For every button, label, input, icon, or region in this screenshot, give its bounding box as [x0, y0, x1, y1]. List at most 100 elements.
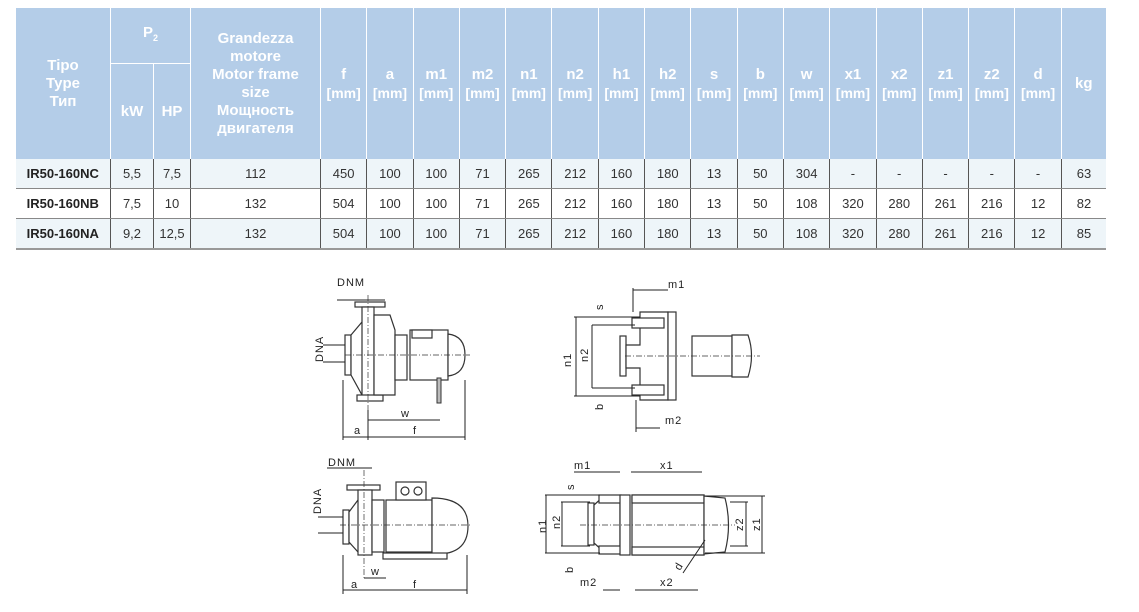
- header-dim-a: a[mm]: [366, 8, 414, 159]
- label-dna: DNA: [314, 336, 326, 362]
- value-cell: 100: [366, 218, 414, 250]
- value-cell: 71: [458, 188, 506, 219]
- value-cell: 180: [644, 159, 691, 189]
- label-dnm: DNM: [328, 457, 356, 469]
- frame-line: Мощность: [216, 101, 295, 119]
- header-type-ru: Тип: [49, 92, 77, 110]
- label-b: b: [564, 566, 576, 573]
- value-cell: 304: [782, 159, 830, 189]
- header-dim-x1: x1[mm]: [829, 8, 877, 159]
- header-kg: kg: [1060, 8, 1107, 159]
- value-cell: 265: [505, 218, 552, 250]
- label-s: s: [565, 484, 577, 491]
- value-cell: 10: [153, 188, 191, 219]
- value-cell: 280: [875, 188, 923, 219]
- header-type-en: Type: [46, 74, 80, 92]
- label-m2: m2: [580, 577, 597, 589]
- label-n1: n1: [537, 519, 549, 533]
- value-cell: -: [829, 159, 877, 189]
- dim-unit: [mm]: [743, 84, 778, 101]
- value-cell: 9,2: [110, 218, 154, 250]
- dimensions-table: Tipo Type Тип P2 Grandezza motore Motor …: [15, 8, 1107, 250]
- dim-label: x1: [844, 65, 862, 83]
- dim-unit: [mm]: [789, 84, 824, 101]
- value-cell: 261: [921, 188, 969, 219]
- label-x1: x1: [660, 460, 674, 472]
- value-cell: 100: [412, 159, 460, 189]
- dim-label: w: [800, 65, 813, 83]
- value-cell: -: [1014, 159, 1062, 189]
- dim-unit: [mm]: [974, 84, 1009, 101]
- frame-line: Grandezza: [217, 29, 294, 47]
- value-cell: 160: [597, 188, 645, 219]
- dim-label: n1: [520, 65, 538, 83]
- header-type: Tipo Type Тип: [15, 8, 111, 159]
- dim-label: h1: [612, 65, 631, 83]
- dim-label: h2: [658, 65, 677, 83]
- label-m1: m1: [574, 460, 591, 472]
- dim-unit: [mm]: [558, 84, 593, 101]
- label-s: s: [594, 304, 606, 311]
- header-hp: HP: [153, 63, 191, 159]
- value-cell: 13: [690, 159, 738, 189]
- dim-unit: [mm]: [465, 84, 500, 101]
- header-dim-z1: z1[mm]: [921, 8, 970, 159]
- header-dim-z2: z2[mm]: [968, 8, 1016, 159]
- dim-label: a: [385, 65, 395, 83]
- value-cell: 265: [505, 159, 552, 189]
- value-cell: 12: [1014, 188, 1062, 219]
- dim-label: m1: [425, 65, 448, 83]
- dim-unit: [mm]: [696, 84, 732, 101]
- value-cell: 12: [1014, 218, 1062, 250]
- value-cell: 63: [1060, 159, 1107, 189]
- label-w: w: [400, 408, 410, 420]
- value-cell: 13: [690, 188, 738, 219]
- header-type-it: Tipo: [47, 56, 79, 74]
- label-a: a: [351, 579, 358, 591]
- dim-unit: [mm]: [928, 84, 963, 101]
- value-cell: 160: [597, 218, 645, 250]
- value-cell: 112: [190, 159, 321, 189]
- value-cell: 50: [736, 218, 784, 250]
- value-cell: 261: [921, 218, 969, 250]
- label-w: w: [370, 566, 380, 578]
- value-cell: 216: [968, 218, 1015, 250]
- label-n2: n2: [579, 348, 591, 362]
- label-m1: m1: [668, 279, 685, 291]
- value-cell: 280: [875, 218, 923, 250]
- header-dim-f: f[mm]: [319, 8, 368, 159]
- value-cell: 504: [319, 218, 367, 250]
- dim-unit: [mm]: [1020, 84, 1056, 101]
- header-dim-m2: m2[mm]: [458, 8, 507, 159]
- header-motor-frame: Grandezza motore Motor frame size Мощнос…: [190, 8, 321, 159]
- label-n1: n1: [562, 353, 574, 367]
- dim-label: n2: [566, 65, 584, 83]
- header-dim-d: d[mm]: [1014, 8, 1062, 159]
- type-cell: IR50-160NA: [15, 218, 111, 250]
- value-cell: 7,5: [110, 188, 154, 219]
- drawing-top-view-nb: m1 x1 s n1 n2 z2 z1 d b m2 x2: [537, 460, 765, 591]
- header-dim-h1: h1[mm]: [597, 8, 646, 159]
- p2-subscript: 2: [153, 33, 159, 43]
- value-cell: -: [875, 159, 923, 189]
- label-b: b: [594, 403, 606, 410]
- frame-line: двигателя: [217, 119, 294, 137]
- value-cell: -: [921, 159, 969, 189]
- header-dim-x2: x2[mm]: [875, 8, 923, 159]
- drawing-side-view-nb: DNM DNA w a f: [312, 457, 470, 594]
- value-cell: 320: [829, 218, 877, 250]
- frame-line: Motor frame: [212, 65, 299, 83]
- dim-unit: [mm]: [326, 84, 361, 101]
- kg-label: kg: [1074, 74, 1093, 92]
- header-dim-w: w[mm]: [782, 8, 831, 159]
- value-cell: 132: [190, 188, 321, 219]
- frame-line: size: [241, 83, 270, 101]
- value-cell: 160: [597, 159, 645, 189]
- value-cell: 13: [690, 218, 738, 250]
- value-cell: 504: [319, 188, 367, 219]
- dim-label: d: [1033, 65, 1043, 83]
- dim-label: x2: [890, 65, 908, 83]
- label-m2: m2: [665, 415, 682, 427]
- header-dim-h2: h2[mm]: [644, 8, 692, 159]
